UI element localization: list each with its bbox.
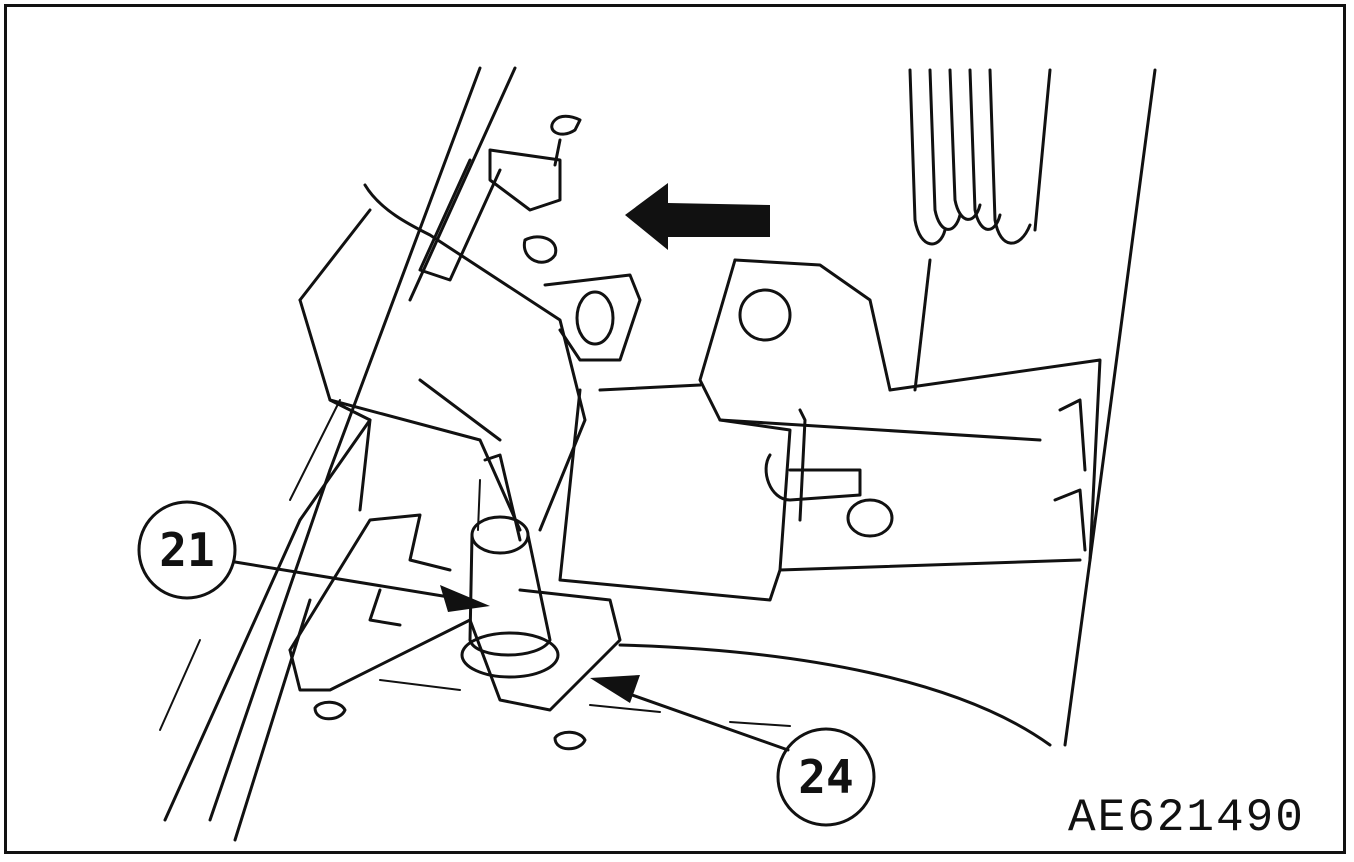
pedal-bracket [288,183,622,712]
booster-bracket [558,258,1102,602]
callout-21-label: 21 [159,523,214,577]
callout-24-label: 24 [798,750,853,804]
leader-24 [590,675,790,752]
booster-fins [908,68,1157,747]
figure-code: AE621490 [1068,792,1305,844]
direction-arrow-left [625,183,770,250]
clevis-pin [460,453,560,679]
leader-21 [233,560,490,612]
floor-lines [313,643,1052,751]
pillar-lines [159,66,517,842]
upper-bracket [418,114,642,362]
callout-24: 24 [776,727,876,827]
callout-21: 21 [137,500,237,600]
figure-frame [4,4,1346,854]
